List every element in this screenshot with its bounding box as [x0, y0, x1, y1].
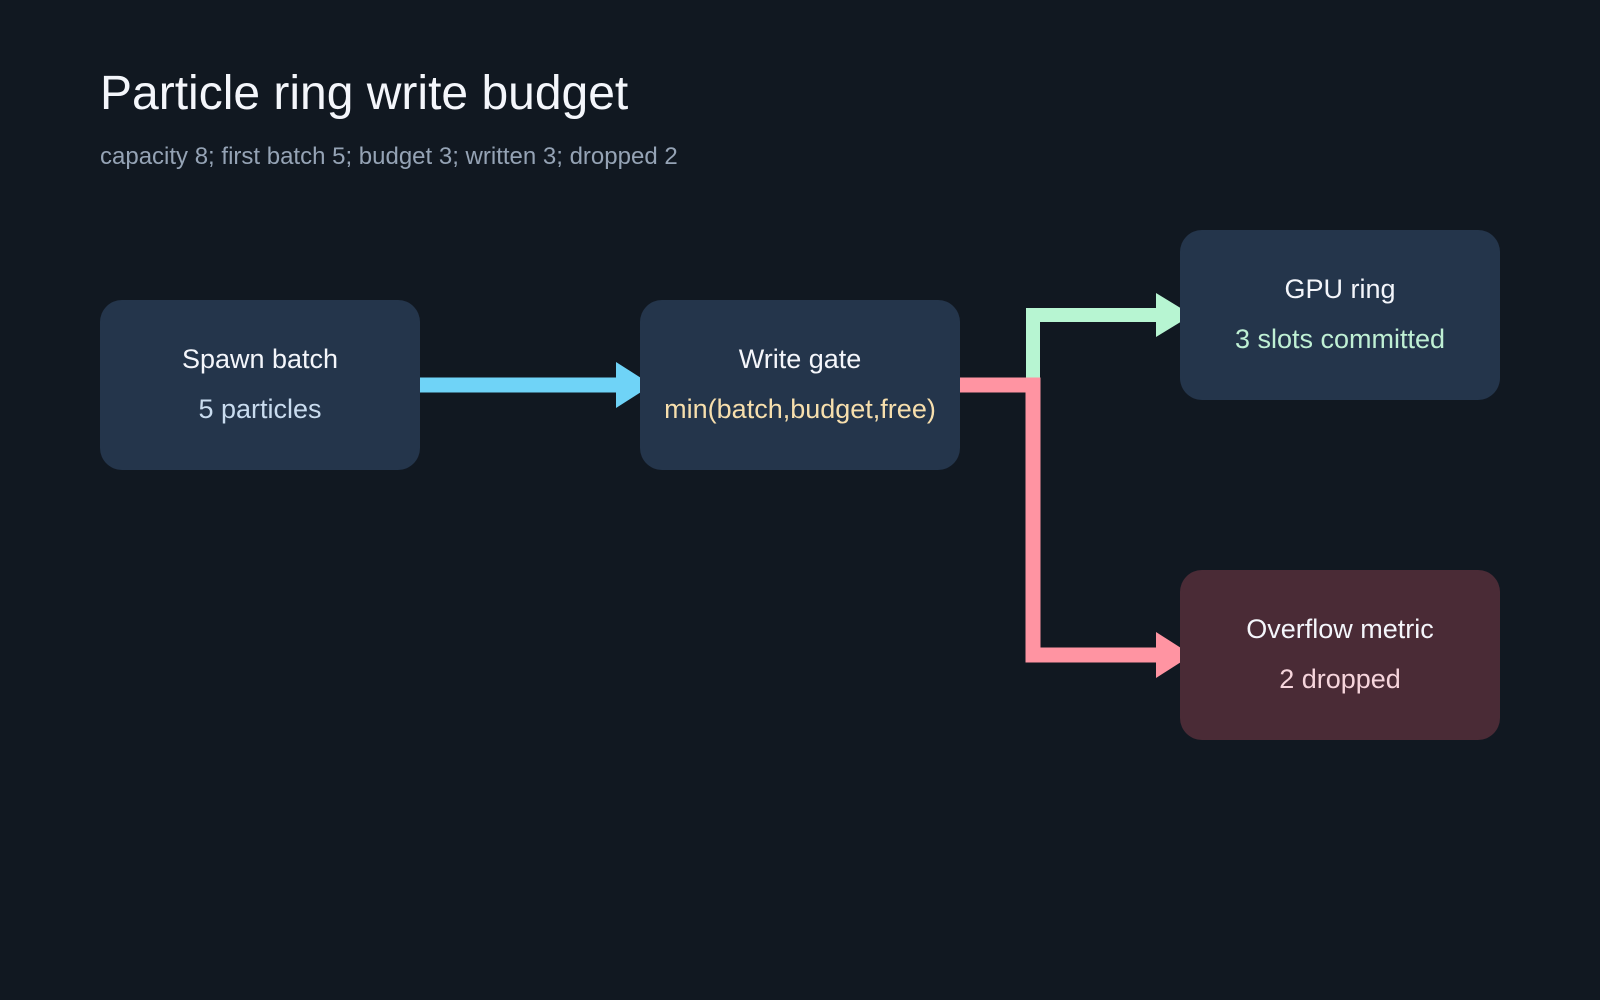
- edge-spawn-to-gate: [420, 362, 652, 408]
- spawn-batch-node: Spawn batch 5 particles: [100, 300, 420, 470]
- diagram-subtitle: capacity 8; first batch 5; budget 3; wri…: [100, 143, 678, 170]
- spawn-batch-title: Spawn batch: [181, 344, 339, 374]
- overflow-metric-title: Overflow metric: [1246, 614, 1434, 644]
- edge-gate-to-overflow-arrowhead: [1156, 632, 1192, 678]
- write-gate-node: Write gate min(batch,budget,free): [640, 300, 960, 470]
- edge-gate-to-ring-line: [1026, 308, 1160, 378]
- overflow-metric-detail: 2 dropped: [1279, 664, 1401, 694]
- write-gate-detail: min(batch,budget,free): [664, 394, 936, 424]
- gpu-ring-node: GPU ring 3 slots committed: [1180, 230, 1500, 400]
- gpu-ring-detail: 3 slots committed: [1234, 324, 1446, 354]
- edge-gate-to-ring-arrowhead: [1156, 293, 1192, 337]
- edge-gate-to-overflow: [960, 377, 1192, 678]
- gpu-ring-title: GPU ring: [1284, 274, 1396, 304]
- write-gate-title: Write gate: [738, 344, 862, 374]
- diagram-title: Particle ring write budget: [100, 67, 629, 120]
- overflow-metric-node: Overflow metric 2 dropped: [1180, 570, 1500, 740]
- edge-gate-to-overflow-line: [960, 377, 1160, 663]
- spawn-batch-detail: 5 particles: [198, 394, 322, 424]
- edge-spawn-to-gate-arrowhead: [616, 362, 652, 408]
- edge-gate-to-ring: [1026, 293, 1192, 378]
